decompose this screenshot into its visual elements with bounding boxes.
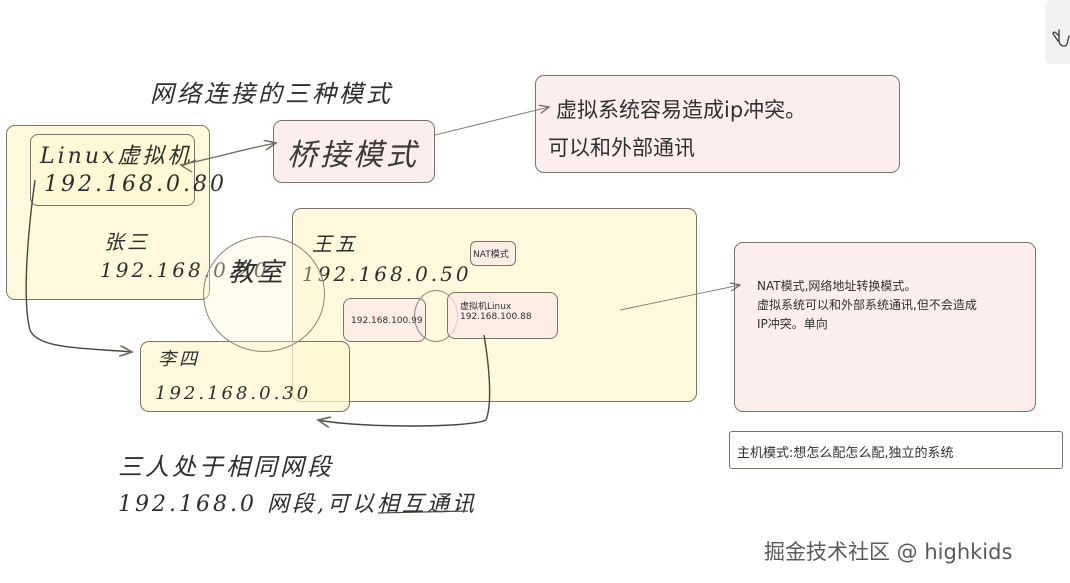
bridge-mode-label: 桥接模式 bbox=[287, 138, 419, 173]
nat-vm-ip: 192.168.100.88 bbox=[460, 312, 532, 322]
nat-mode-label: NAT模式 bbox=[473, 250, 509, 260]
lisi-ip: 192.168.0.30 bbox=[155, 383, 312, 404]
linux-vm-name: Linux虚拟机 bbox=[40, 144, 193, 169]
summary-line2: 192.168.0 网段,可以相互通讯 bbox=[118, 492, 477, 517]
lisi-name: 李四 bbox=[158, 349, 200, 370]
wangwu-name: 王五 bbox=[312, 232, 358, 256]
zhangsan-name: 张三 bbox=[104, 230, 150, 254]
wangwu-ip: 192.168.0.50 bbox=[302, 262, 472, 286]
classroom-label: 教室 bbox=[228, 258, 287, 288]
host-virtual-adapter-ip: 192.168.100.99 bbox=[351, 316, 423, 326]
summary-line1: 三人处于相同网段 bbox=[118, 453, 334, 481]
bridge-note-box bbox=[535, 75, 900, 173]
classroom-circle bbox=[203, 236, 325, 352]
nat-vm-box bbox=[447, 292, 558, 339]
hand-cursor-icon[interactable] bbox=[1045, 0, 1070, 64]
host-only-box bbox=[729, 431, 1063, 469]
watermark: 掘金技术社区 @ highkids bbox=[764, 540, 1013, 564]
lisi-area bbox=[140, 341, 350, 412]
nat-mode-box bbox=[470, 241, 516, 266]
host-only-note: 主机模式:想怎么配怎么配,独立的系统 bbox=[737, 446, 954, 461]
nat-note-box bbox=[734, 242, 1036, 412]
arrow-bridge-to-note bbox=[434, 107, 549, 136]
nat-note-line1: NAT模式,网络地址转换模式。 bbox=[757, 279, 917, 293]
diagram-title: 网络连接的三种模式 bbox=[150, 80, 393, 108]
host-virtual-adapter-box bbox=[343, 298, 426, 342]
bridge-note-line2: 可以和外部通讯 bbox=[548, 136, 695, 160]
nat-vm-name: 虚拟机Linux bbox=[460, 302, 512, 312]
nat-note-line3: IP冲突。单向 bbox=[757, 317, 828, 331]
bridge-note-line1: 虚拟系统容易造成ip冲突。 bbox=[556, 98, 807, 122]
linux-vm-ip: 192.168.0.80 bbox=[44, 172, 227, 197]
nat-note-line2: 虚拟系统可以和外部系统通讯,但不会造成 bbox=[757, 298, 977, 312]
